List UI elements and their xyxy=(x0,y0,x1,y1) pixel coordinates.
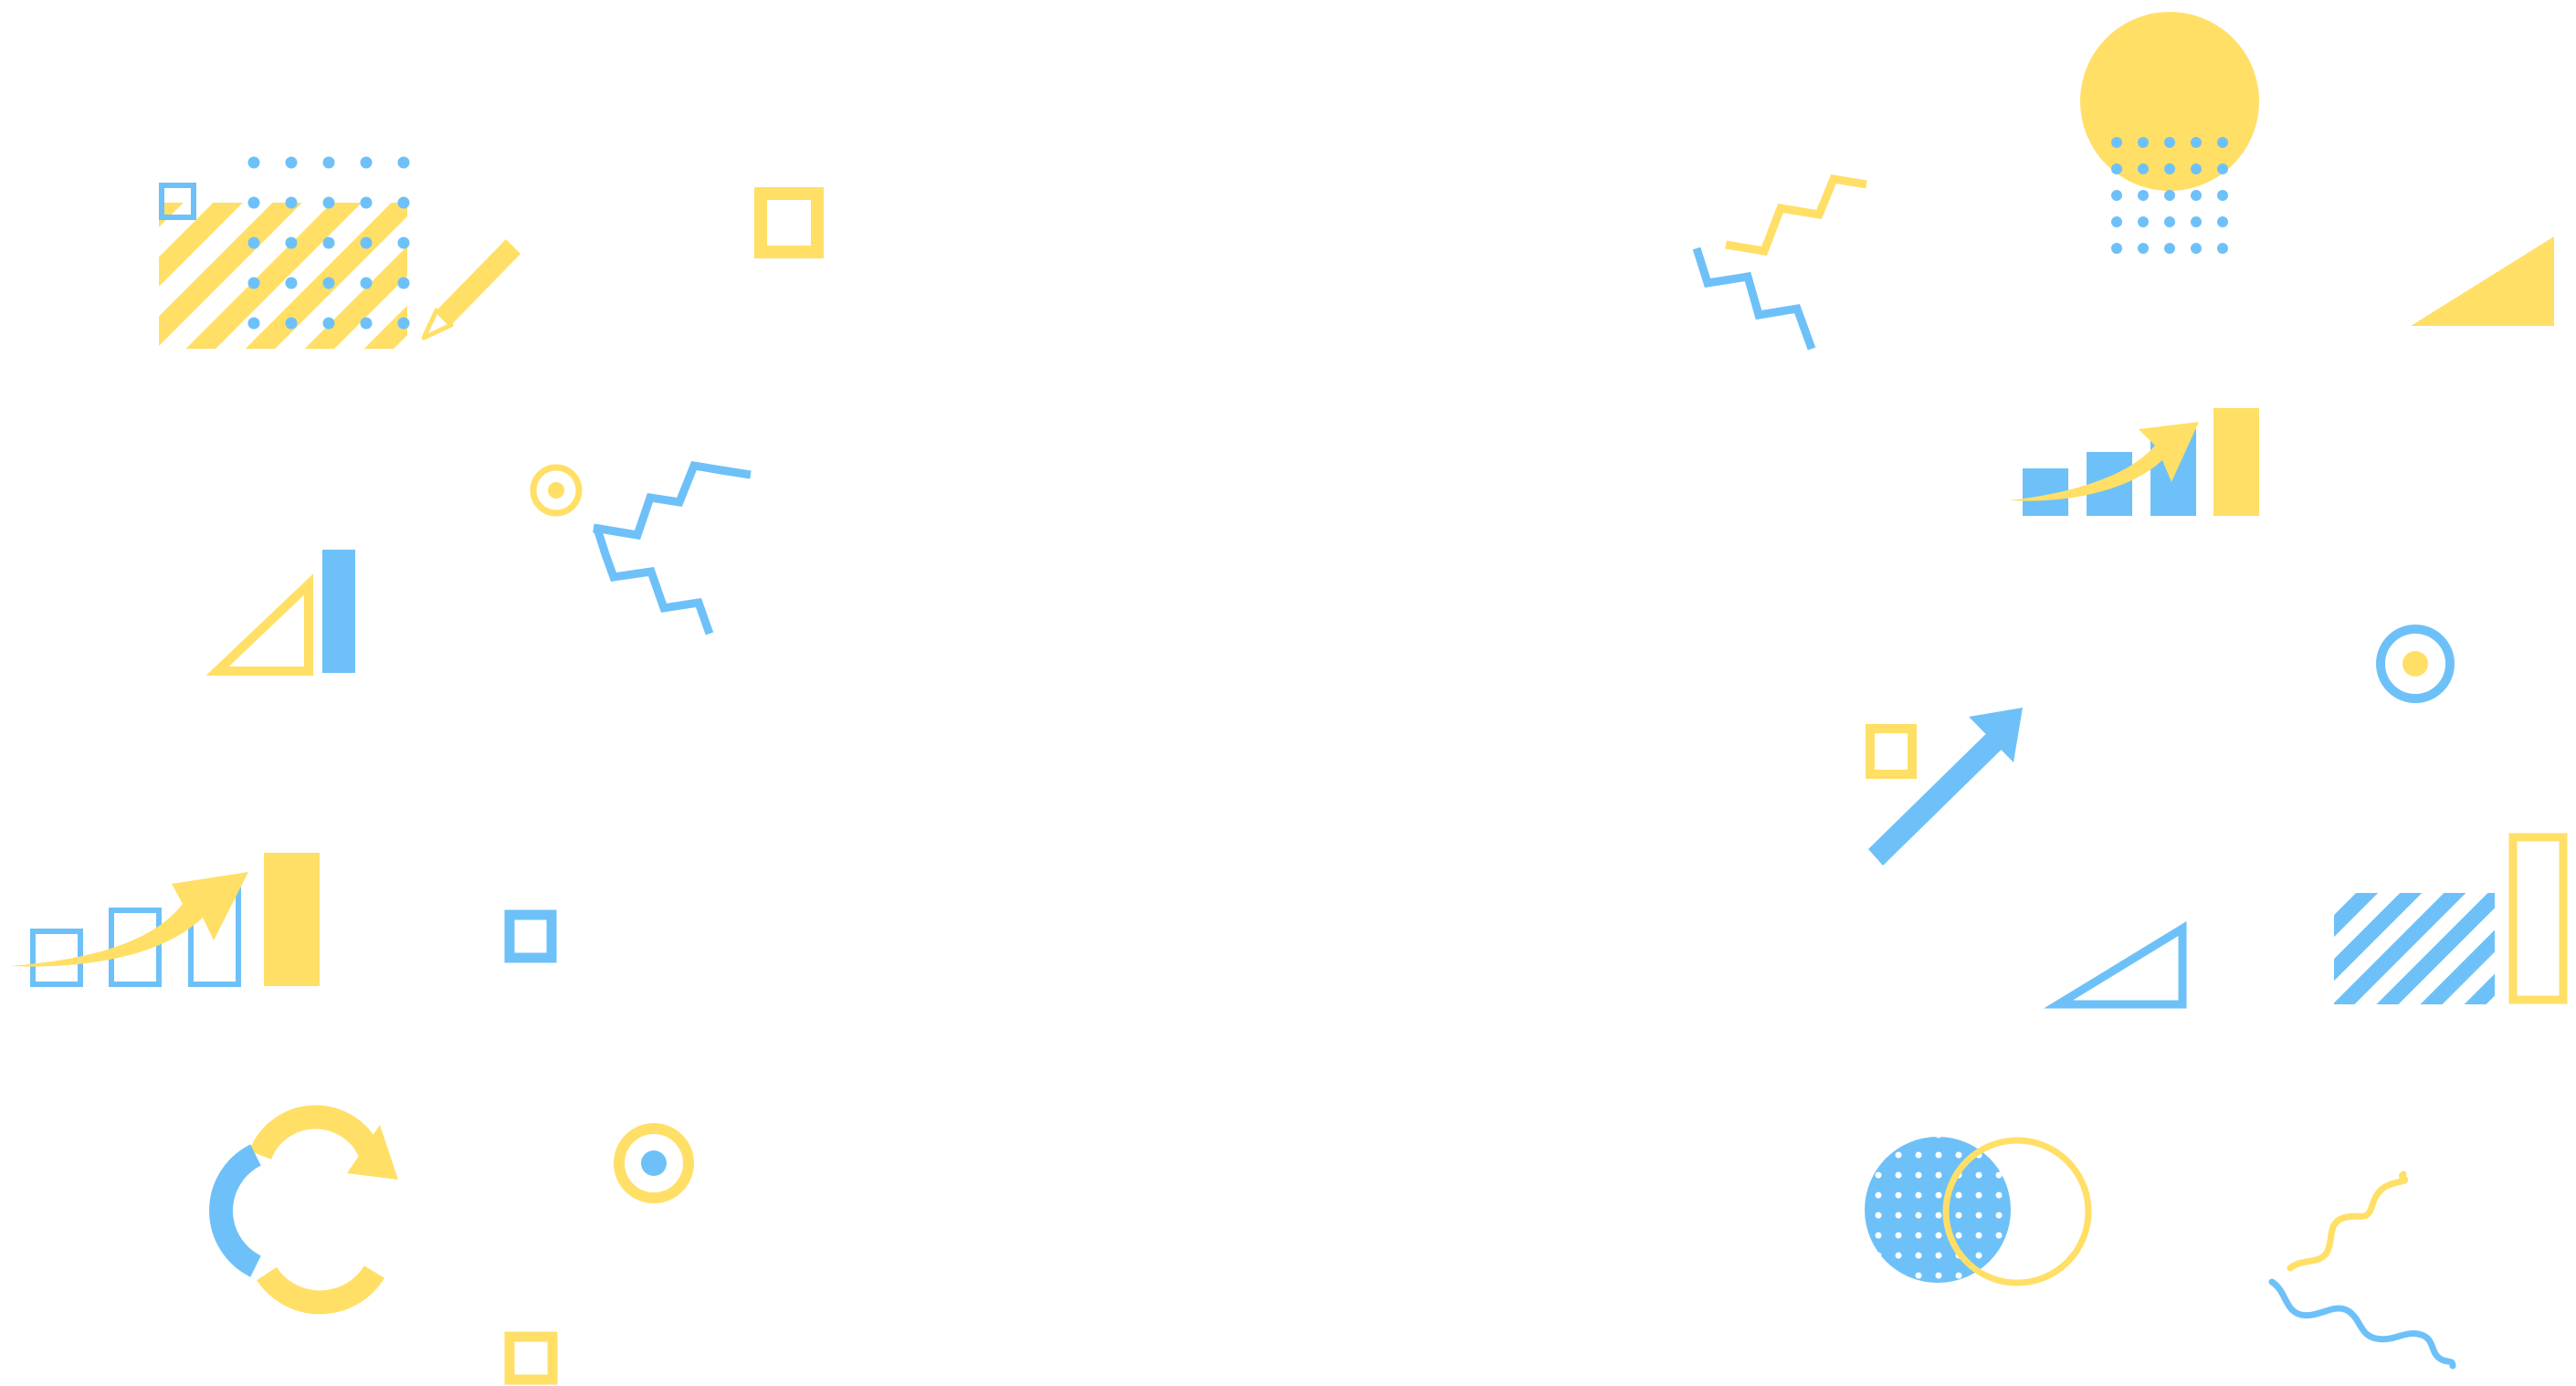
dot xyxy=(397,317,410,330)
dot xyxy=(360,236,373,249)
dot xyxy=(2217,163,2228,174)
dot xyxy=(285,277,298,289)
dot xyxy=(360,317,373,330)
dot xyxy=(247,277,260,289)
circle xyxy=(2080,12,2259,191)
zigzag-line xyxy=(592,525,714,635)
dot xyxy=(2217,190,2228,201)
dot xyxy=(2164,190,2175,201)
triangle xyxy=(2411,236,2554,326)
dot xyxy=(2111,137,2122,148)
dot xyxy=(2217,243,2228,254)
dot xyxy=(247,196,260,209)
dot xyxy=(322,277,335,289)
dot xyxy=(2164,216,2175,227)
wavy-line xyxy=(2268,1278,2456,1370)
circle-outline xyxy=(1942,1137,2092,1286)
triangle-outline xyxy=(2043,920,2187,1009)
dot xyxy=(2138,137,2149,148)
dot xyxy=(360,196,373,209)
target-ring-icon xyxy=(530,464,583,517)
dot xyxy=(397,196,410,209)
dot-grid xyxy=(247,156,410,330)
dot xyxy=(2111,243,2122,254)
dot xyxy=(2217,216,2228,227)
dot xyxy=(322,236,335,249)
arrow-up-right-icon xyxy=(1868,708,2023,866)
square-outline xyxy=(504,909,557,963)
dot xyxy=(2164,163,2175,174)
dot xyxy=(285,196,298,209)
dot xyxy=(322,156,335,169)
dot xyxy=(2111,190,2122,201)
dot xyxy=(247,317,260,330)
growth-chart-icon xyxy=(9,853,320,987)
square-outline xyxy=(1866,724,1917,779)
dot xyxy=(360,277,373,289)
rectangle-outline xyxy=(2508,833,2568,1004)
dot xyxy=(2138,190,2149,201)
dot xyxy=(397,277,410,289)
dot xyxy=(2191,137,2202,148)
square-outline xyxy=(754,187,824,258)
dotted-circle xyxy=(1865,1137,2011,1283)
dot xyxy=(2217,137,2228,148)
hatched-rectangle xyxy=(2334,893,2495,1004)
target-ring-icon xyxy=(2376,625,2455,703)
dot xyxy=(2191,163,2202,174)
dot-grid xyxy=(2111,137,2228,254)
refresh-arrow-icon xyxy=(209,1105,398,1315)
target-ring-icon xyxy=(614,1123,694,1203)
dot xyxy=(2191,190,2202,201)
dot xyxy=(2138,163,2149,174)
dot xyxy=(247,236,260,249)
zigzag-line xyxy=(1725,173,1867,257)
dot xyxy=(2164,137,2175,148)
dot xyxy=(397,236,410,249)
dot xyxy=(2164,243,2175,254)
dot xyxy=(322,317,335,330)
dot xyxy=(247,156,260,169)
dot xyxy=(2138,243,2149,254)
bar xyxy=(322,550,355,673)
zigzag-line xyxy=(593,460,752,541)
square-outline xyxy=(504,1331,558,1385)
dot xyxy=(285,317,298,330)
dot xyxy=(285,236,298,249)
pencil-icon xyxy=(421,239,520,341)
dot xyxy=(360,156,373,169)
dot xyxy=(2191,243,2202,254)
wavy-line xyxy=(2287,1171,2409,1272)
dot xyxy=(285,156,298,169)
dot xyxy=(2111,216,2122,227)
dot xyxy=(322,196,335,209)
growth-chart-icon xyxy=(2009,408,2259,516)
triangle-ruler-icon xyxy=(205,573,313,676)
small-square-outline xyxy=(159,183,196,220)
dot xyxy=(397,156,410,169)
zigzag-line xyxy=(1692,247,1816,351)
dot xyxy=(2111,163,2122,174)
dot xyxy=(2191,216,2202,227)
dot xyxy=(2138,216,2149,227)
